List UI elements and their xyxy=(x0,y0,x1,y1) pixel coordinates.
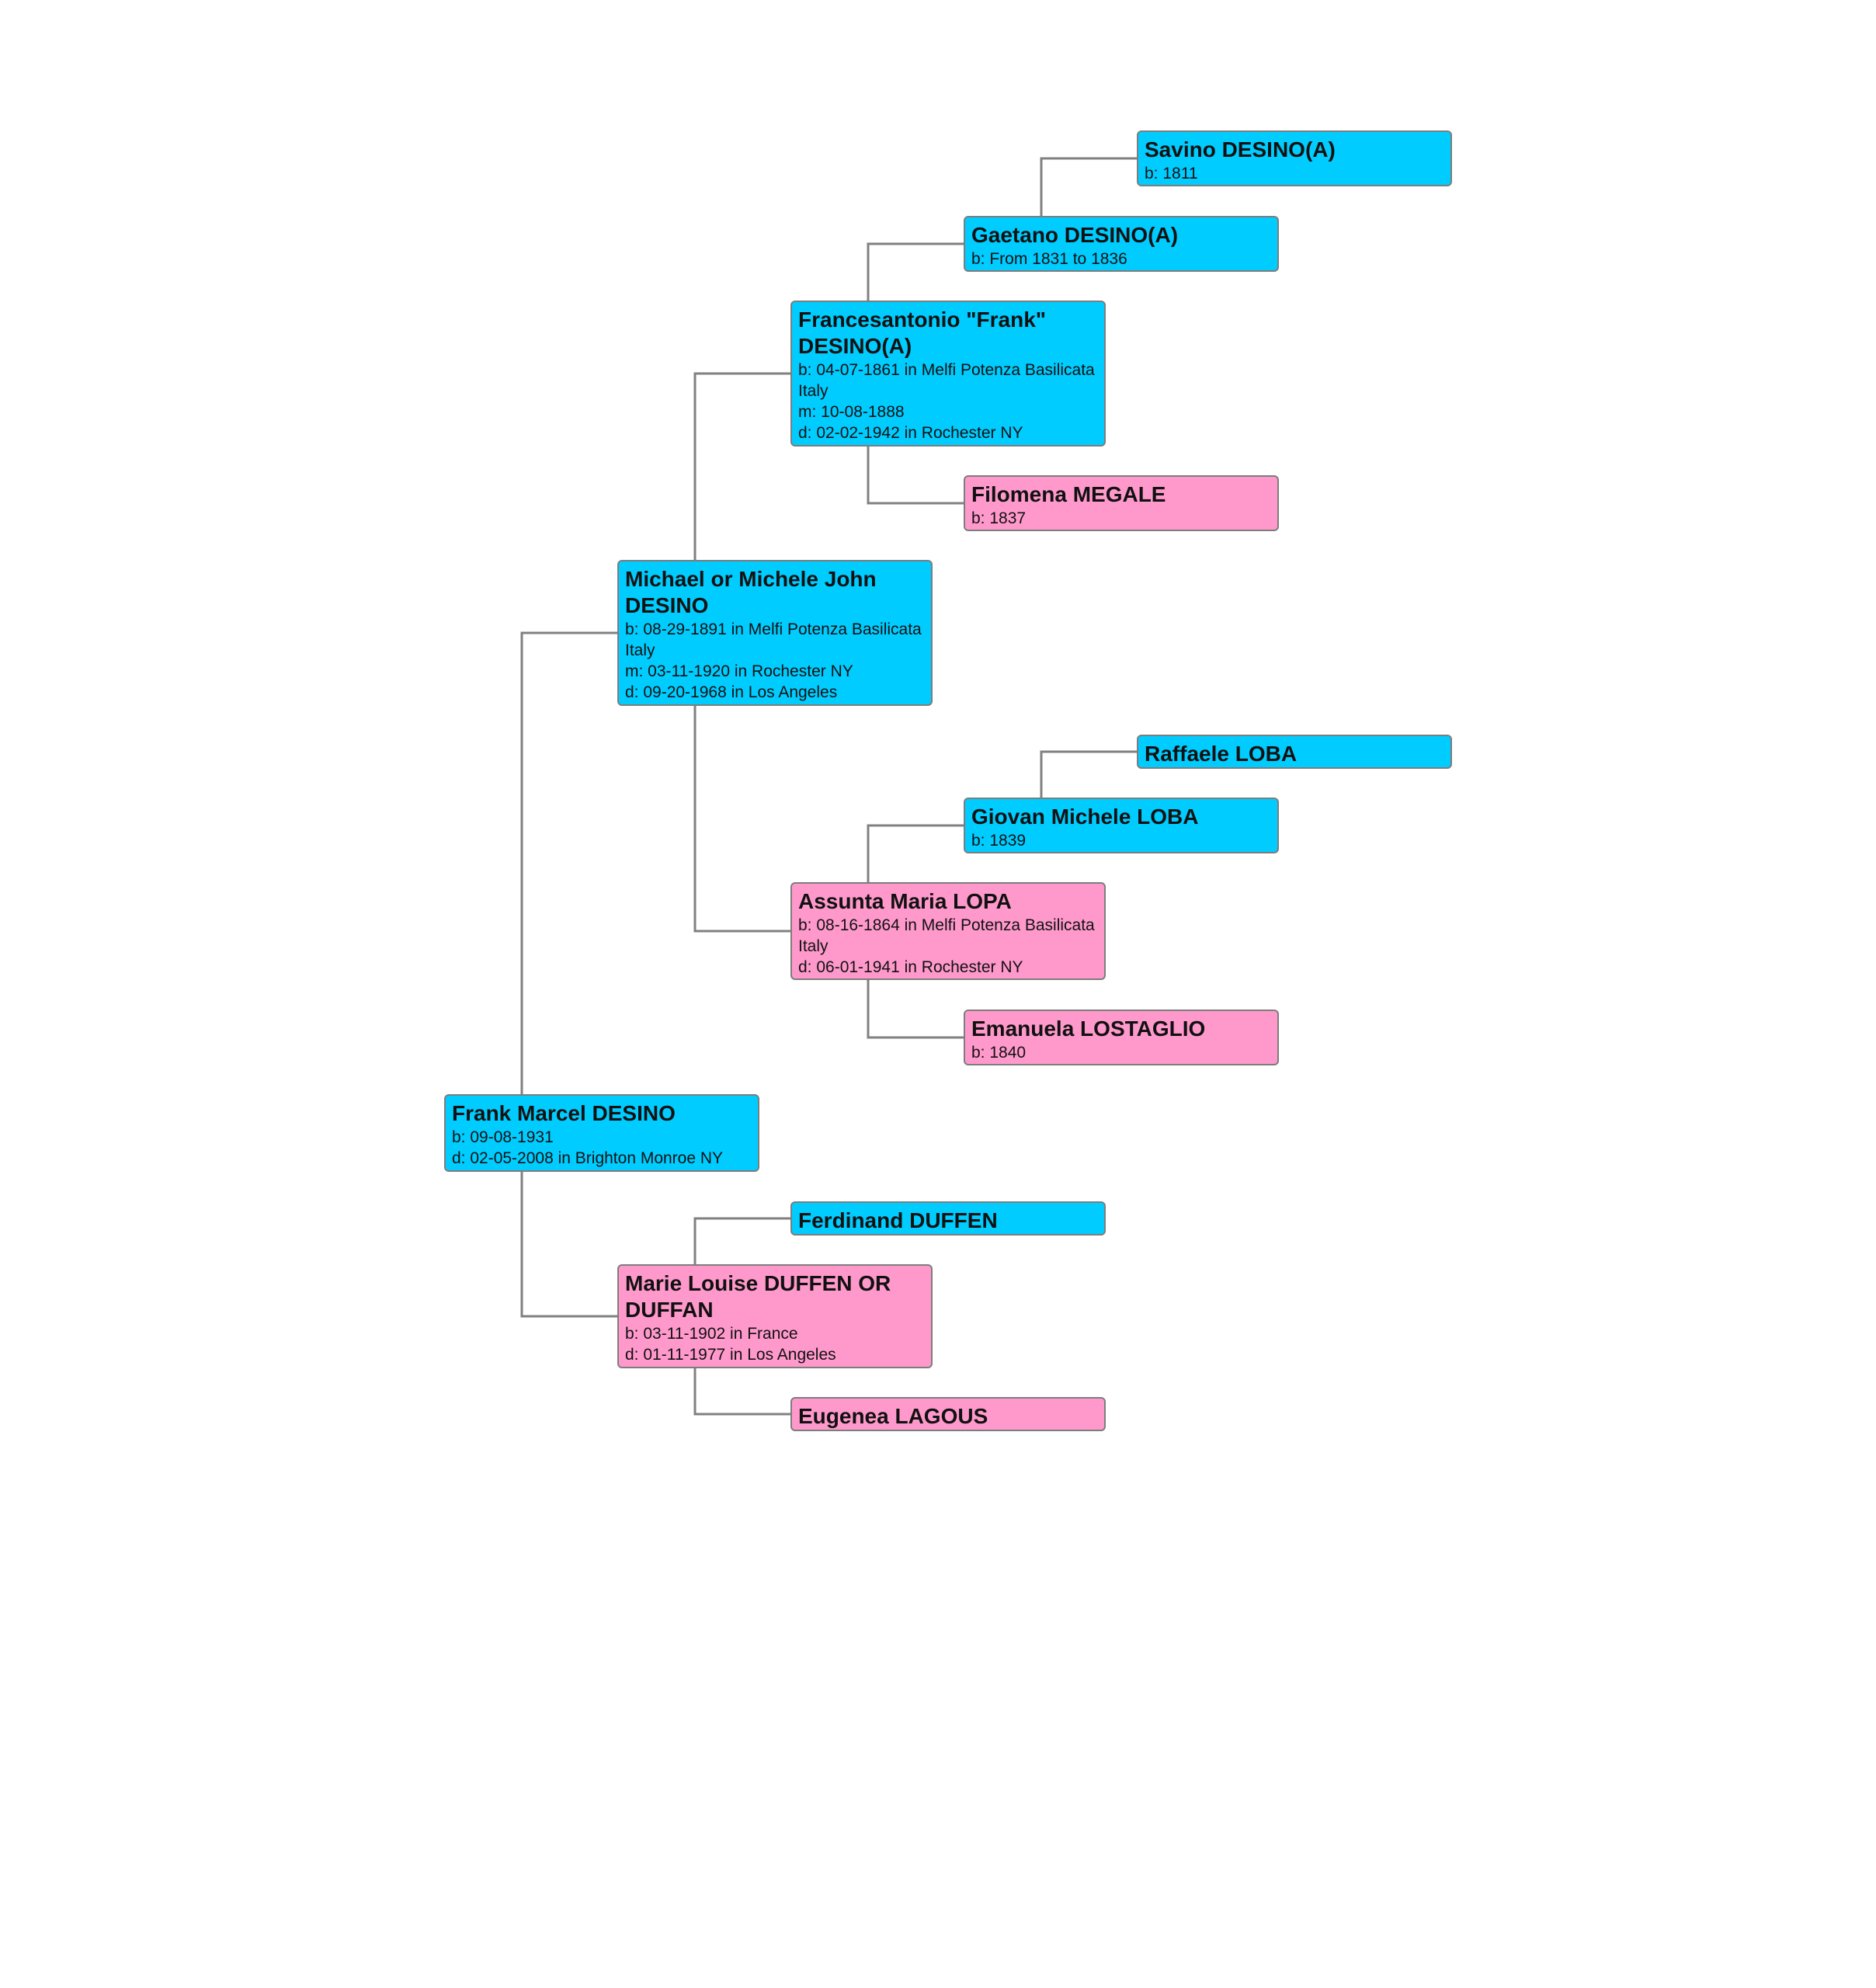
person-detail: b: 1839 xyxy=(971,832,1027,850)
person-card-emanuela[interactable]: Emanuela LOSTAGLIO b: 1840 xyxy=(964,1010,1279,1065)
connector-assunta-to-giovan xyxy=(867,824,964,882)
person-detail: d: 06-01-1941 in Rochester NY xyxy=(798,958,1023,976)
person-detail: b: 09-08-1931 xyxy=(452,1128,554,1146)
person-detail: b: From 1831 to 1836 xyxy=(971,250,1127,268)
person-card-giovan[interactable]: Giovan Michele LOBA b: 1839 xyxy=(964,798,1279,853)
connector-marie-to-ferdinand xyxy=(693,1217,790,1264)
person-card-eugenea[interactable]: Eugenea LAGOUS xyxy=(790,1397,1106,1431)
connector-frank-to-michael xyxy=(520,631,617,1094)
connector-marie-to-eugenea xyxy=(693,1368,790,1416)
person-name: Assunta Maria LOPA xyxy=(798,889,1012,913)
person-card-frank[interactable]: Frank Marcel DESINO b: 09-08-1931 d: 02-… xyxy=(444,1094,759,1172)
person-card-michael[interactable]: Michael or Michele John DESINO b: 08-29-… xyxy=(617,560,933,706)
person-name: Michael or Michele John DESINO xyxy=(625,567,877,617)
person-detail: b: 1837 xyxy=(971,509,1027,527)
person-card-marie[interactable]: Marie Louise DUFFEN OR DUFFAN b: 03-11-1… xyxy=(617,1264,933,1368)
person-name: Francesantonio "Frank" DESINO(A) xyxy=(798,308,1047,358)
person-name: Gaetano DESINO(A) xyxy=(971,223,1179,247)
person-name: Giovan Michele LOBA xyxy=(971,805,1199,829)
person-card-francesantonio[interactable]: Francesantonio "Frank" DESINO(A) b: 04-0… xyxy=(790,301,1106,447)
person-detail: m: 10-08-1888 xyxy=(798,403,905,421)
person-name: Eugenea LAGOUS xyxy=(798,1404,988,1428)
connector-assunta-to-emanuela xyxy=(867,980,964,1039)
connector-francesantonio-to-filomena xyxy=(867,447,964,505)
connector-frank-to-marie xyxy=(520,1172,617,1318)
person-card-assunta[interactable]: Assunta Maria LOPA b: 08-16-1864 in Melf… xyxy=(790,882,1106,980)
person-card-raffaele[interactable]: Raffaele LOBA xyxy=(1137,735,1452,769)
connector-michael-to-assunta xyxy=(693,706,790,933)
person-detail: b: 1840 xyxy=(971,1044,1027,1062)
person-name: Raffaele LOBA xyxy=(1145,742,1298,766)
person-detail: d: 02-05-2008 in Brighton Monroe NY xyxy=(452,1149,724,1167)
person-card-savino[interactable]: Savino DESINO(A) b: 1811 xyxy=(1137,130,1452,186)
person-name: Emanuela LOSTAGLIO xyxy=(971,1017,1206,1041)
person-detail: b: 1811 xyxy=(1145,165,1198,182)
person-name: Marie Louise DUFFEN OR DUFFAN xyxy=(625,1271,891,1322)
connector-giovan-to-raffaele xyxy=(1040,750,1137,798)
person-detail: d: 09-20-1968 in Los Angeles xyxy=(625,683,838,701)
person-detail: b: 04-07-1861 in Melfi Potenza Basilicat… xyxy=(798,361,1095,400)
person-name: Filomena MEGALE xyxy=(971,482,1166,506)
person-detail: d: 01-11-1977 in Los Angeles xyxy=(625,1346,836,1364)
person-detail: b: 08-29-1891 in Melfi Potenza Basilicat… xyxy=(625,620,922,659)
connector-michael-to-francesantonio xyxy=(693,372,790,560)
person-name: Savino DESINO(A) xyxy=(1145,137,1336,162)
person-detail: d: 02-02-1942 in Rochester NY xyxy=(798,424,1023,442)
person-detail: b: 03-11-1902 in France xyxy=(625,1325,798,1343)
connector-francesantonio-to-gaetano xyxy=(867,242,964,301)
connector-gaetano-to-savino xyxy=(1040,157,1137,216)
person-card-filomena[interactable]: Filomena MEGALE b: 1837 xyxy=(964,475,1279,531)
person-detail: b: 08-16-1864 in Melfi Potenza Basilicat… xyxy=(798,916,1095,955)
person-card-ferdinand[interactable]: Ferdinand DUFFEN xyxy=(790,1201,1106,1236)
person-name: Ferdinand DUFFEN xyxy=(798,1208,998,1232)
person-card-gaetano[interactable]: Gaetano DESINO(A) b: From 1831 to 1836 xyxy=(964,216,1279,272)
person-detail: m: 03-11-1920 in Rochester NY xyxy=(625,662,853,680)
person-name: Frank Marcel DESINO xyxy=(452,1101,676,1125)
